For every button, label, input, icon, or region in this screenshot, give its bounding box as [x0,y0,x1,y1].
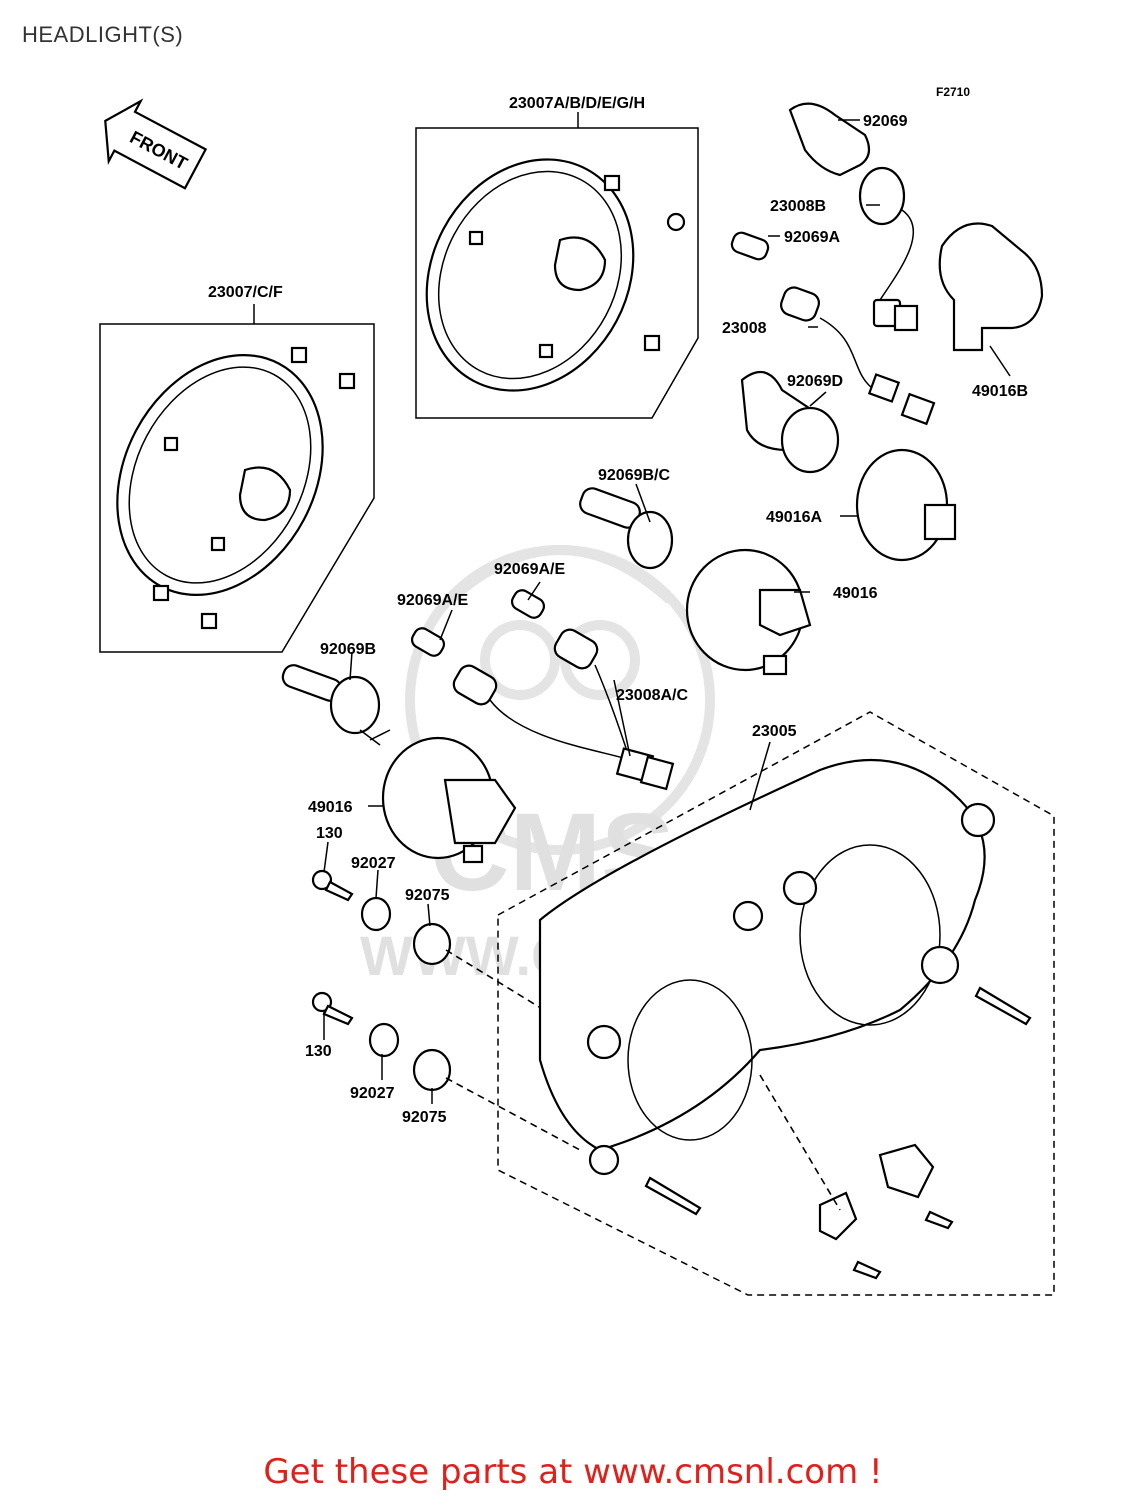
label-130-2: 130 [305,1043,332,1060]
front-arrow-icon: FRONT [104,98,208,190]
figure-code: F2710 [936,85,970,99]
group-23007cf [99,304,375,653]
label-23007abdegh: 23007A/B/D/E/G/H [509,95,645,112]
label-92069ae-2: 92069A/E [397,592,468,609]
housing-23005 [497,711,1055,1296]
leader-lines [323,119,1011,1104]
label-92069: 92069 [863,113,908,130]
label-49016-1: 49016 [833,585,878,602]
label-49016-2: 49016 [308,799,353,816]
exploded-parts-diagram: CMS WWW.CMSNL.COM F2710 FRONT [99,85,1055,1296]
group-23007abdegh [415,112,699,419]
page-title: HEADLIGHT(S) [22,22,184,47]
label-23008b: 23008B [770,198,826,215]
label-92027-2: 92027 [350,1085,395,1102]
label-23008ac: 23008A/C [616,687,688,704]
label-92069b: 92069B [320,641,376,658]
left-bulb-assembly [281,589,675,864]
label-23007cf: 23007/C/F [208,284,283,301]
cta-link[interactable]: Get these parts at www.cmsnl.com ! [263,1452,883,1492]
label-92027-1: 92027 [351,855,396,872]
label-49016b: 49016B [972,383,1028,400]
label-92069ae-1: 92069A/E [494,561,565,578]
label-23005: 23005 [752,723,797,740]
label-92069bc: 92069B/C [598,467,670,484]
label-92069a: 92069A [784,229,840,246]
label-130-1: 130 [316,825,343,842]
label-49016a: 49016A [766,509,822,526]
label-92075-2: 92075 [402,1109,447,1126]
bulb-socket-assembly [579,102,1044,676]
label-23008: 23008 [722,320,767,337]
label-92069d: 92069D [787,373,843,390]
label-92075-1: 92075 [405,887,450,904]
